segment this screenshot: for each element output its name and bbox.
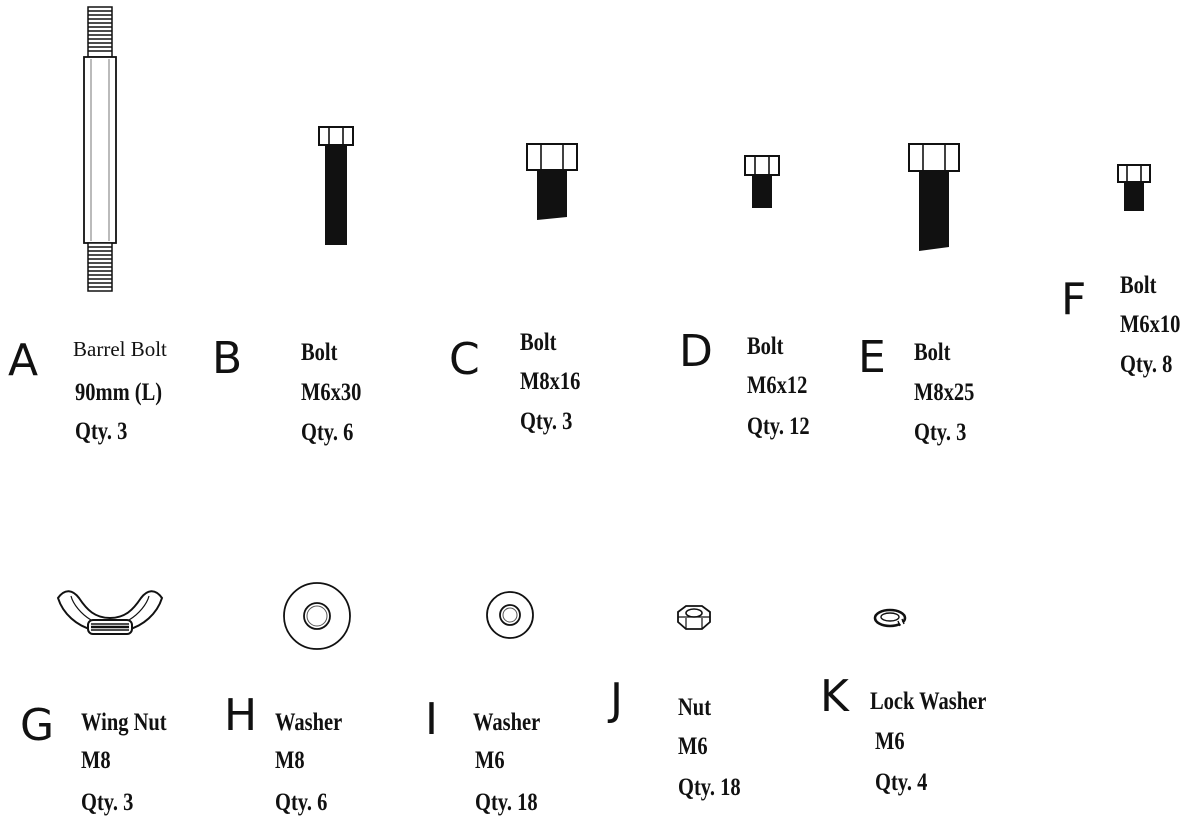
- part-name-a: Barrel Bolt: [73, 337, 167, 361]
- part-size-i: M6: [475, 747, 505, 774]
- part-qty-h: Qty. 6: [275, 789, 328, 816]
- part-name-j: Nut: [678, 694, 712, 721]
- part-size-j: M6: [678, 733, 708, 760]
- part-qty-a: Qty. 3: [75, 418, 128, 445]
- bolt-m6x30-icon: [318, 126, 354, 245]
- part-letter-i: I: [425, 694, 438, 745]
- part-name-g: Wing Nut: [81, 709, 167, 736]
- part-name-f: Bolt: [1120, 272, 1157, 299]
- part-size-d: M6x12: [747, 372, 808, 399]
- hex-nut-icon: [677, 605, 711, 630]
- part-letter-e: E: [858, 332, 886, 383]
- part-qty-j: Qty. 18: [678, 774, 741, 801]
- part-letter-j: J: [610, 674, 623, 725]
- part-qty-d: Qty. 12: [747, 413, 810, 440]
- part-qty-i: Qty. 18: [475, 789, 538, 816]
- bolt-m6x10-icon: [1117, 164, 1151, 211]
- wing-nut-icon: [56, 590, 164, 635]
- part-name-c: Bolt: [520, 329, 557, 356]
- lock-washer-icon: [873, 608, 907, 628]
- part-letter-a: A: [8, 335, 39, 386]
- part-letter-c: C: [449, 334, 480, 385]
- part-size-c: M8x16: [520, 368, 581, 395]
- part-name-e: Bolt: [914, 339, 951, 366]
- part-letter-k: K: [820, 671, 849, 722]
- part-size-b: M6x30: [301, 379, 362, 406]
- part-letter-g: G: [20, 700, 55, 751]
- part-size-a: 90mm (L): [75, 379, 163, 406]
- bolt-m6x12-icon: [744, 155, 780, 208]
- part-name-h: Washer: [275, 709, 343, 736]
- part-size-g: M8: [81, 747, 111, 774]
- part-size-e: M8x25: [914, 379, 975, 406]
- part-letter-d: D: [679, 326, 713, 377]
- part-name-d: Bolt: [747, 333, 784, 360]
- part-letter-h: H: [224, 690, 258, 741]
- part-letter-f: F: [1061, 274, 1087, 325]
- part-qty-b: Qty. 6: [301, 419, 354, 446]
- part-letter-b: B: [212, 333, 243, 384]
- part-qty-c: Qty. 3: [520, 408, 573, 435]
- washer-m8-icon: [283, 582, 351, 650]
- part-size-k: M6: [875, 728, 905, 755]
- part-name-k: Lock Washer: [870, 688, 987, 715]
- washer-m6-icon: [486, 591, 534, 639]
- part-qty-e: Qty. 3: [914, 419, 967, 446]
- part-qty-f: Qty. 8: [1120, 351, 1173, 378]
- part-size-h: M8: [275, 747, 305, 774]
- part-qty-g: Qty. 3: [81, 789, 134, 816]
- part-name-b: Bolt: [301, 339, 338, 366]
- bolt-m8x16-icon: [526, 143, 578, 220]
- bolt-m8x25-icon: [908, 143, 960, 251]
- barrel-bolt-icon: [83, 6, 117, 292]
- part-size-f: M6x10: [1120, 311, 1181, 338]
- part-qty-k: Qty. 4: [875, 769, 928, 796]
- part-name-i: Washer: [473, 709, 541, 736]
